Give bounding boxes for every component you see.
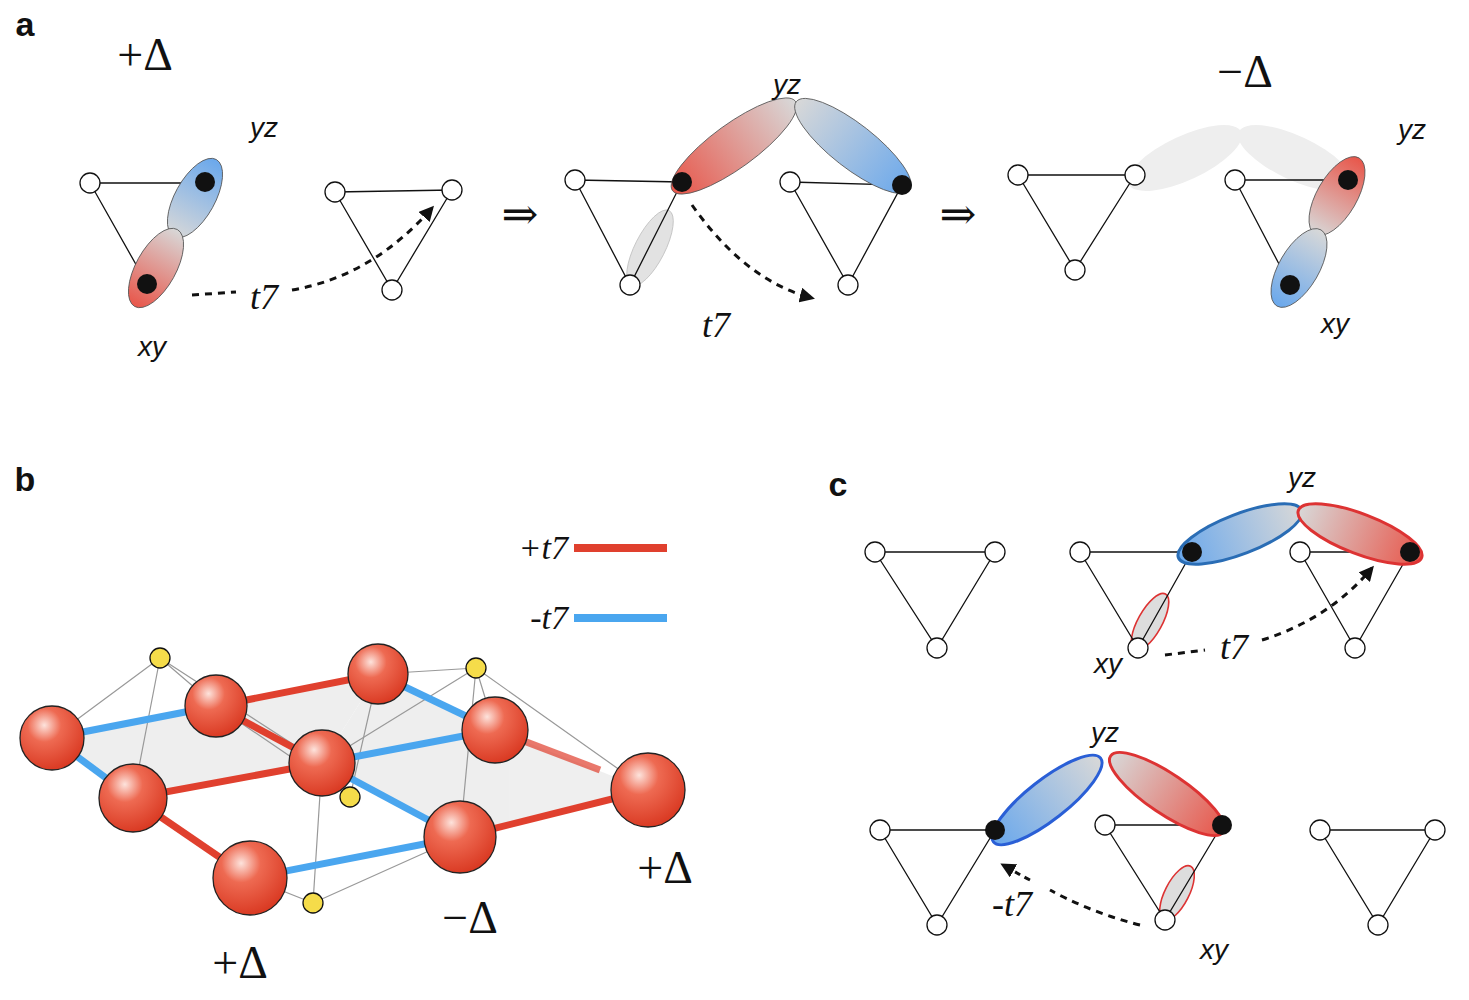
panel-letter: a	[16, 6, 35, 43]
orbital-label: xy	[1094, 649, 1122, 680]
transition-arrow: ⇒	[502, 191, 539, 239]
energy-label: +Δ	[117, 30, 173, 81]
legend-text: -t7	[478, 599, 568, 637]
legend-row: +t7	[478, 526, 667, 570]
legend-swatch	[574, 544, 667, 552]
panel-letter: c	[829, 466, 848, 503]
orbital-label: yz	[1288, 463, 1316, 494]
orbital-label: xy	[138, 332, 166, 363]
hopping-label: -t7	[989, 885, 1035, 925]
orbital-label: yz	[1398, 115, 1426, 146]
orbital-label: yz	[773, 70, 801, 101]
legend-row: -t7	[478, 596, 667, 640]
energy-label: −Δ	[1217, 47, 1273, 98]
orbital-label: xy	[1321, 309, 1349, 340]
hopping-label: t7	[699, 306, 733, 346]
panel-letter: b	[15, 461, 36, 498]
legend-text: +t7	[478, 529, 568, 567]
legend-swatch	[574, 614, 667, 622]
transition-arrow: ⇒	[940, 191, 977, 239]
orbital-label: yz	[1091, 718, 1119, 749]
hopping-label: t7	[1217, 628, 1251, 668]
orbital-label: yz	[250, 113, 278, 144]
energy-label: +Δ	[212, 938, 268, 989]
energy-label: −Δ	[442, 893, 498, 944]
orbital-label: xy	[1200, 935, 1228, 966]
energy-label: +Δ	[637, 843, 693, 894]
hopping-label: t7	[247, 278, 281, 318]
